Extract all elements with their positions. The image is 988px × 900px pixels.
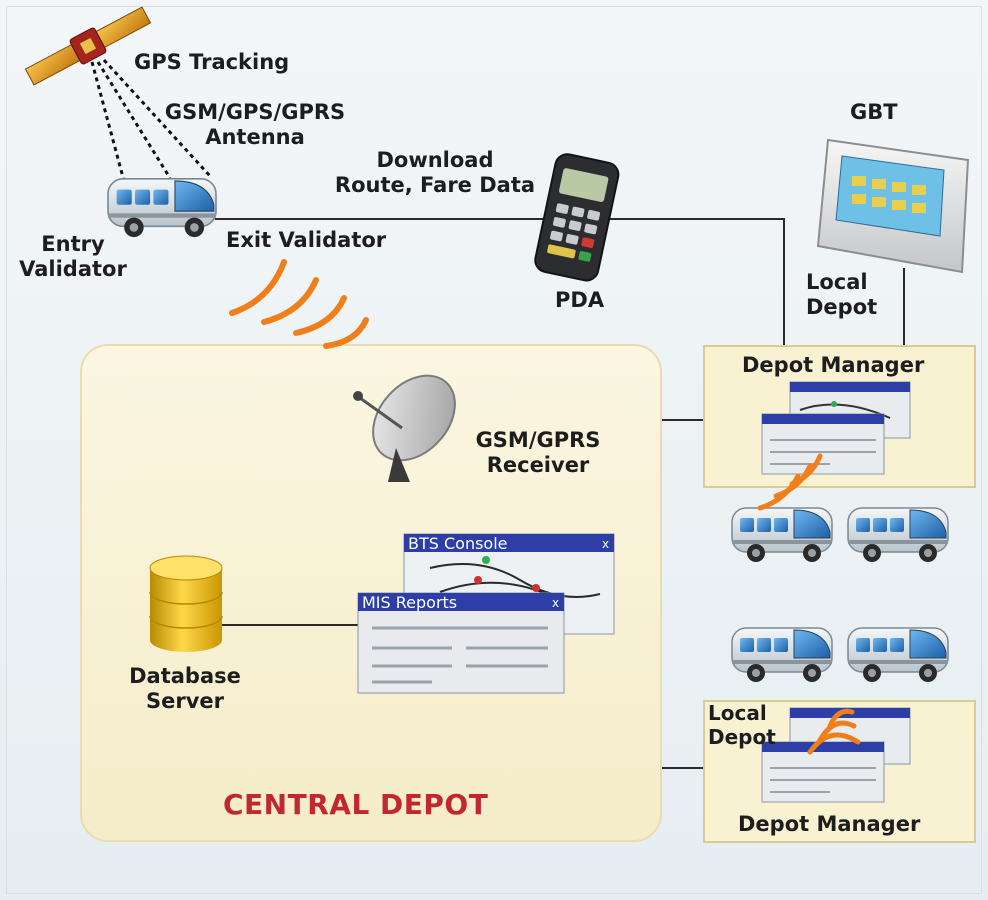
entry-validator-line2: Validator — [19, 256, 127, 281]
database-icon — [149, 555, 223, 652]
antenna-label-line2: Antenna — [205, 124, 305, 149]
entry-validator-line1: Entry — [41, 232, 105, 256]
antenna-label: GSM/GPS/GPRS Antenna — [160, 100, 350, 150]
download-label: Download Route, Fare Data — [330, 148, 540, 198]
connection-lines — [215, 218, 905, 769]
pda-label: PDA — [555, 288, 605, 312]
gbt-label: GBT — [850, 100, 898, 124]
local-depot-label-bottom: Local Depot — [708, 701, 776, 749]
line-bus-pda-depot — [215, 218, 785, 345]
entry-validator-label: Entry Validator — [14, 232, 132, 282]
exit-validator-label: Exit Validator — [226, 228, 387, 252]
depot-window-top — [761, 381, 911, 475]
depot-manager-label-top: Depot Manager — [742, 353, 925, 377]
local-depot-top-line2: Depot — [806, 294, 878, 319]
database-server-line2: Server — [145, 688, 224, 713]
database-server-label: Database Server — [120, 664, 250, 714]
bts-console-title: BTS Console — [408, 534, 508, 553]
bus-icon — [731, 507, 833, 563]
pda-icon — [534, 153, 620, 282]
receiver-label-line1: GSM/GPRS — [475, 428, 601, 452]
satellite-signal-lines — [90, 58, 212, 197]
close-icon: x — [602, 537, 609, 551]
depot-manager-label-bottom: Depot Manager — [738, 812, 921, 836]
receiver-label: GSM/GPRS Receiver — [458, 428, 618, 478]
satellite-dish-icon — [353, 374, 456, 482]
bus-icon — [107, 177, 217, 238]
local-depot-bottom-line2: Depot — [708, 724, 776, 749]
mis-reports-window: MIS Reports x — [357, 592, 565, 694]
antenna-label-line1: GSM/GPS/GPRS — [164, 100, 346, 124]
database-server-line1: Database — [129, 664, 241, 688]
receiver-label-line2: Receiver — [486, 452, 590, 477]
close-icon: x — [552, 596, 559, 610]
signal-waves-icon — [757, 453, 823, 511]
frame — [6, 6, 982, 894]
local-depot-label-top: Local Depot — [806, 270, 877, 320]
download-label-line1: Download — [376, 148, 494, 172]
bus-icon — [847, 627, 949, 683]
central-depot-title: CENTRAL DEPOT — [223, 788, 489, 821]
satellite-icon — [24, 6, 152, 86]
local-depot-bottom-line1: Local — [708, 701, 767, 725]
local-depot-top-line1: Local — [806, 270, 868, 294]
bus-icon — [847, 507, 949, 563]
download-label-line2: Route, Fare Data — [334, 172, 536, 197]
signal-waves-icon — [229, 259, 369, 349]
gps-tracking-label: GPS Tracking — [134, 50, 290, 74]
mis-reports-title: MIS Reports — [362, 593, 457, 612]
bus-icon — [731, 627, 833, 683]
gbt-terminal-icon — [816, 138, 970, 274]
signal-waves-icon — [807, 708, 861, 755]
